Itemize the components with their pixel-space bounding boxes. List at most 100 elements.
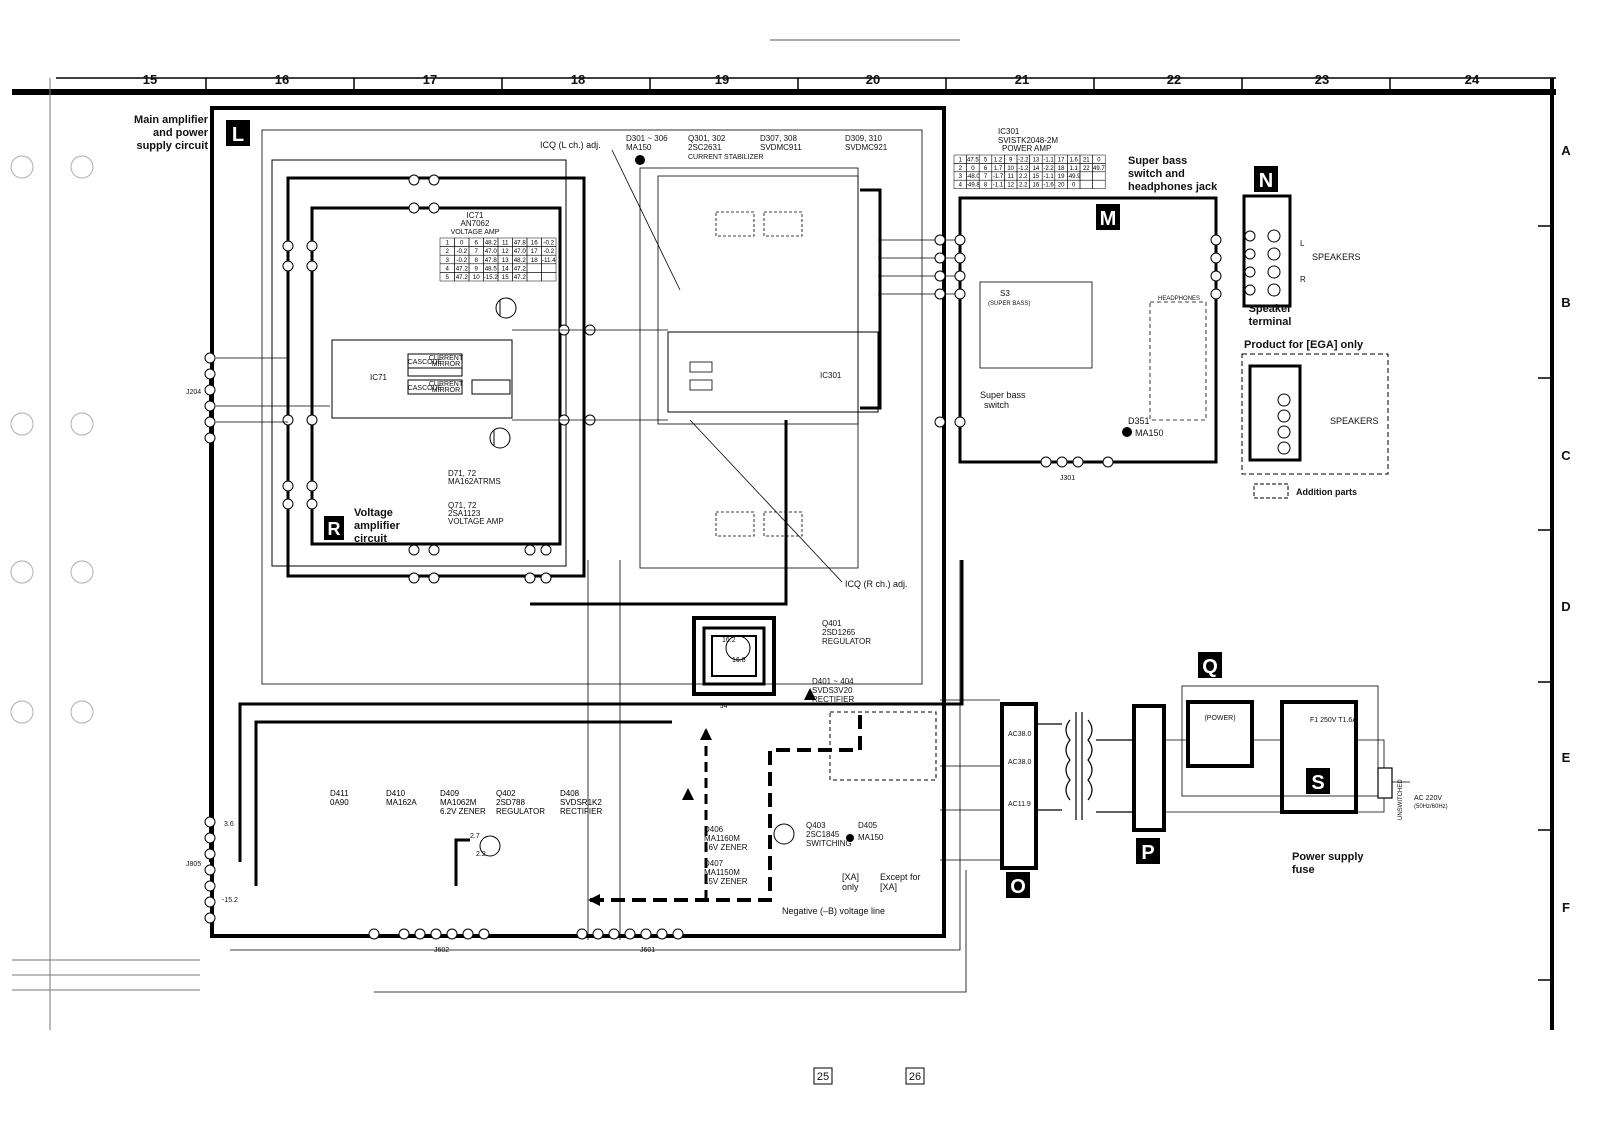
page-number: 25 — [817, 1071, 829, 1083]
svg-text:R: R — [328, 519, 341, 539]
part-name: SVDMC921 — [845, 143, 888, 152]
voltage-label: -15.2 — [222, 897, 238, 904]
d351-part: MA150 — [1135, 428, 1164, 438]
table-cell-text: 7 — [984, 174, 988, 180]
ic71-part: AN7062 — [461, 219, 490, 228]
table-cell-text: 6 — [475, 240, 479, 247]
table-cell-text: 1 — [959, 157, 963, 163]
q71-part: 2SA1123 — [448, 509, 481, 518]
table-cell-text: 12 — [502, 248, 509, 255]
block-q-label: Q — [1198, 652, 1222, 678]
table-cell — [541, 272, 557, 282]
voltage-ac38: AC38.0 — [1008, 759, 1031, 766]
table-cell-text: 10 — [1007, 166, 1014, 172]
table-cell-text: 13 — [502, 257, 509, 264]
ic71-internal-label: MIRROR — [432, 387, 460, 394]
d71-part: MA162ATRMS — [448, 477, 501, 486]
ega-speaker-box — [1248, 364, 1302, 462]
j301-label: J301 — [1060, 475, 1075, 482]
table-cell-text: 0 — [1097, 157, 1101, 163]
table-cell-text: 20 — [1058, 183, 1065, 189]
table-cell-text: 18 — [531, 257, 538, 264]
table-cell-text: 1.6 — [1070, 157, 1079, 163]
table-cell-text: 9 — [475, 265, 479, 272]
table-cell-text: -48.0 — [966, 174, 980, 180]
col-label: 21 — [1015, 72, 1029, 87]
ic71-internal-label: MIRROR — [432, 361, 460, 368]
col-label: 17 — [423, 72, 437, 87]
block-s-label: S Power supply fuse — [1292, 768, 1364, 876]
connector-j602 — [368, 928, 490, 940]
table-cell-text: 47.2 — [514, 265, 527, 272]
speaker-channel-l: L — [1300, 239, 1305, 248]
ac-hz-label: (50Hz/60Hz) — [1414, 804, 1448, 810]
block-m-connectors — [934, 234, 1222, 468]
ic71-internal-label: CASCODE — [408, 359, 443, 366]
table-cell-text: 3 — [446, 257, 450, 264]
svg-text:amplifier: amplifier — [354, 520, 401, 532]
svg-text:O: O — [1010, 876, 1026, 898]
power-rails — [209, 188, 964, 886]
bottom-part-text: D411 — [330, 789, 349, 798]
col-label: 19 — [715, 72, 729, 87]
bottom-part-text: 2SD788 — [496, 798, 525, 807]
speaker-terminals — [1244, 229, 1281, 297]
table-cell-text: 21 — [1083, 157, 1090, 163]
table-cell-text: 2.2 — [1019, 183, 1028, 189]
connector-j204 — [204, 352, 216, 444]
table-cell-text: -1.1 — [1043, 157, 1054, 163]
col-label: 24 — [1465, 72, 1480, 87]
row-label: E — [1562, 750, 1571, 765]
block-m-label: M Super bass switch and headphones jack — [1096, 155, 1218, 230]
star-mark — [846, 834, 854, 842]
except-xa-label: Except for — [880, 872, 921, 882]
xa-only-label: [XA] — [842, 872, 859, 882]
part-name: MA150 — [626, 143, 652, 152]
xa-dashed-box — [829, 711, 937, 781]
table-cell-text: 47.0 — [514, 248, 527, 255]
block-o-label: O — [1006, 872, 1030, 898]
voltage-ac38: AC38.0 — [1008, 731, 1031, 738]
voltage-label: 16.2 — [722, 637, 736, 644]
svg-text:fuse: fuse — [1292, 864, 1315, 876]
star-mark — [635, 155, 645, 165]
table-cell-text: -0.2 — [543, 248, 554, 255]
speaker-channel-r: R — [1300, 275, 1306, 284]
table-cell-text: 2.2 — [1019, 174, 1028, 180]
page-number: 26 — [909, 1071, 921, 1083]
s3-label: S3 — [1000, 289, 1010, 298]
transistor-q402 — [479, 835, 501, 857]
icq-l-adj-label: ICQ (L ch.) adj. — [540, 140, 601, 150]
q401-func: REGULATOR — [822, 637, 871, 646]
q403-ref: Q403 — [806, 821, 826, 830]
grid-frame — [12, 39, 1556, 1030]
product-ega-label: Product for [EGA] only — [1244, 339, 1364, 351]
table-cell — [526, 263, 542, 273]
q401-ref: Q401 — [822, 619, 842, 628]
ic301-part: SVISTK2048-2M — [998, 136, 1058, 145]
transistor-q72 — [489, 427, 511, 449]
j602-label: J602 — [434, 947, 449, 954]
table-cell — [541, 263, 557, 273]
ic301-ref: IC301 — [998, 127, 1020, 136]
d407-part: MA1150M — [704, 868, 740, 877]
connector-j601 — [576, 928, 684, 940]
table-cell-text: 16 — [1033, 183, 1040, 189]
diode-boxes — [715, 211, 803, 537]
table-cell-text: -0.2 — [456, 248, 467, 255]
negative-b-label: Negative (–B) voltage line — [782, 906, 885, 916]
ic71-body — [331, 339, 513, 419]
voltage-label: 3.6 — [224, 821, 234, 828]
table-cell-text: 1.1 — [1070, 166, 1079, 172]
table-cell-text: -11.4 — [542, 257, 556, 264]
svg-text:Super bass: Super bass — [1128, 155, 1187, 167]
table-cell-text: 11 — [1008, 174, 1015, 180]
svg-text:circuit: circuit — [354, 533, 387, 545]
bottom-part-text: RECTIFIER — [560, 807, 602, 816]
block-l-label: Main amplifier and power supply circuit … — [134, 114, 250, 152]
col-label: 20 — [866, 72, 880, 87]
q403-part: 2SC1845 — [806, 830, 840, 839]
d71-ref: D71, 72 — [448, 469, 477, 478]
ic301-inside-ref: IC301 — [820, 371, 842, 380]
bottom-part-text: 0A90 — [330, 798, 349, 807]
